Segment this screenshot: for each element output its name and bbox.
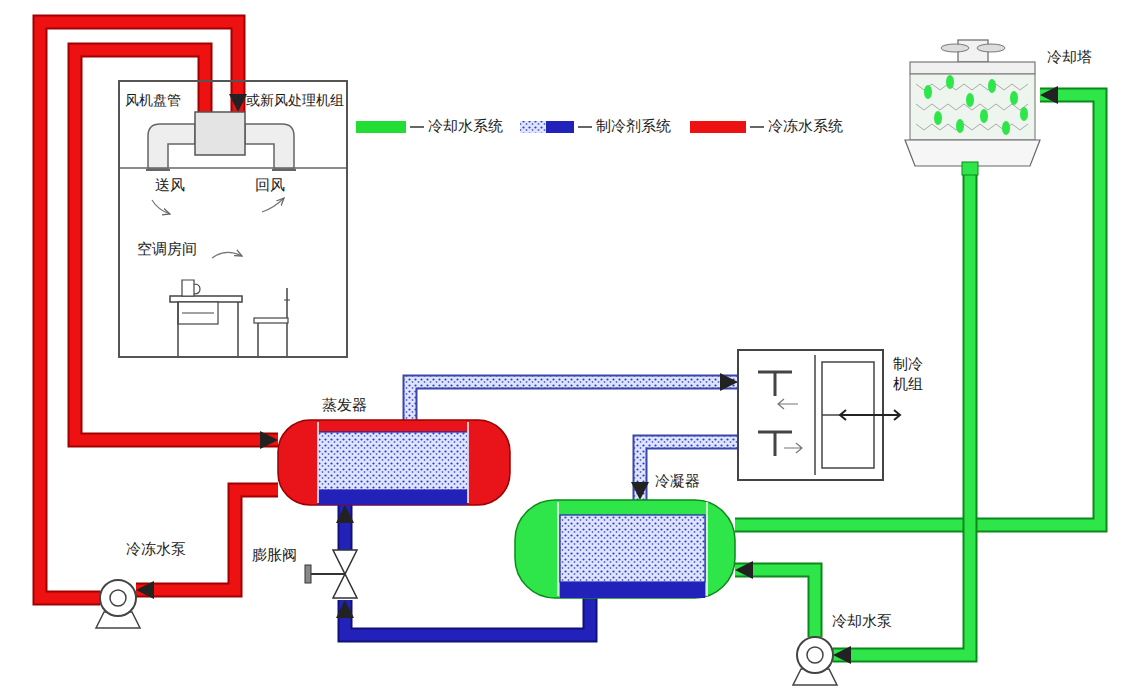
pipe-connector bbox=[75, 50, 278, 440]
pipe-connector bbox=[735, 570, 815, 637]
pipe-connector bbox=[345, 598, 590, 635]
condenser: 冷凝器 bbox=[515, 500, 735, 598]
pipe-connector bbox=[640, 442, 738, 500]
expansion-valve bbox=[305, 550, 357, 598]
pipe-connector bbox=[410, 382, 738, 420]
compressor-unit bbox=[738, 350, 900, 480]
component-label: 或新风处理机组 bbox=[246, 92, 344, 109]
legend-swatch bbox=[690, 121, 746, 133]
cooling-tower bbox=[905, 40, 1040, 175]
airflow-label: 送风 bbox=[155, 176, 185, 194]
evaporator: 蒸发器 bbox=[278, 420, 510, 505]
chiller-unit: 制冷 机组 bbox=[738, 350, 883, 480]
room-box: 空调房间风机盘管或新风处理机组 bbox=[118, 80, 348, 358]
cooling-water-pump bbox=[793, 637, 837, 685]
cooling-water-pump: 冷却水泵 bbox=[797, 637, 833, 673]
component-label: 膨胀阀 bbox=[252, 546, 297, 564]
room-fittings bbox=[120, 112, 346, 356]
evaporator-shell bbox=[278, 420, 510, 505]
pipe-connector bbox=[345, 505, 346, 550]
component-label: 空调房间 bbox=[137, 240, 197, 258]
airflow-label: 回风 bbox=[255, 176, 285, 194]
component-label: 蒸发器 bbox=[322, 396, 367, 414]
component-label: 冷凝器 bbox=[655, 472, 700, 490]
pipe-connector bbox=[833, 175, 970, 655]
cooling-tower: 冷却塔 bbox=[905, 40, 1040, 175]
legend-swatch bbox=[356, 121, 406, 133]
expansion-valve: 膨胀阀 bbox=[332, 550, 358, 600]
fan-coil-unit: 风机盘管或新风处理机组 bbox=[195, 112, 245, 155]
component-label: 冷冻水泵 bbox=[126, 540, 186, 558]
pipe-connector bbox=[735, 95, 1100, 525]
component-label: 制冷 机组 bbox=[893, 354, 928, 395]
chilled-water-pump: 冷冻水泵 bbox=[100, 580, 136, 616]
condenser-shell bbox=[515, 500, 735, 598]
component-label: 风机盘管 bbox=[125, 92, 181, 109]
legend-text: 冷冻水系统 bbox=[768, 117, 843, 135]
component-label: 冷却塔 bbox=[1047, 48, 1092, 66]
legend-text: 冷却水系统 bbox=[428, 117, 503, 135]
legend-swatch bbox=[546, 121, 574, 133]
component-label: 冷却水泵 bbox=[832, 612, 892, 630]
chilled-water-pump bbox=[96, 580, 140, 628]
legend-text: 制冷剂系统 bbox=[596, 117, 671, 135]
